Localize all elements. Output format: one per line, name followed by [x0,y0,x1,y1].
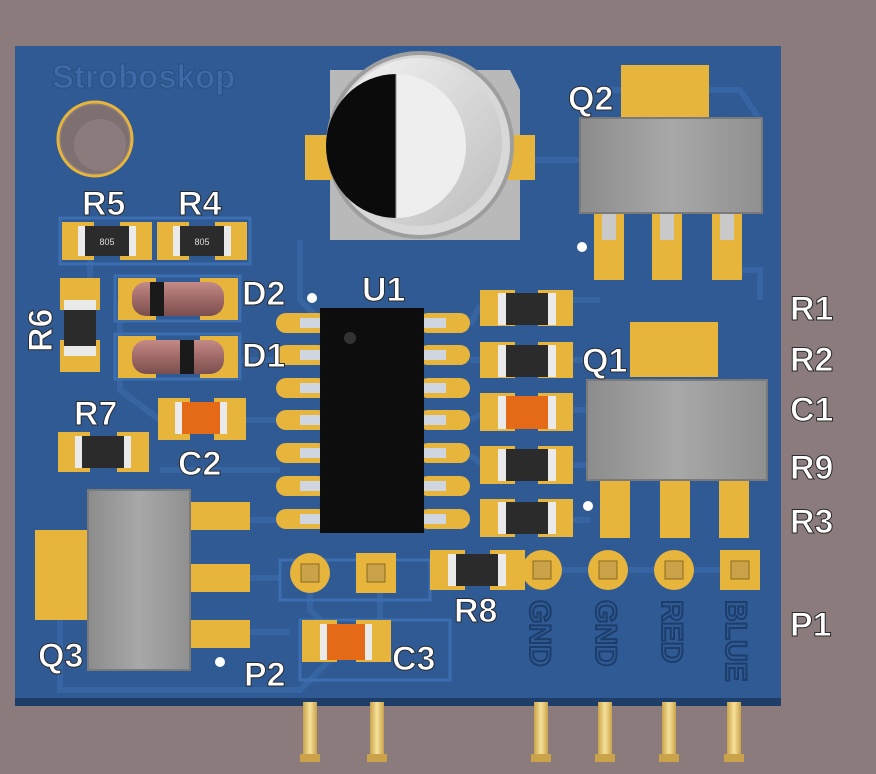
label-r2: R2 [790,341,833,379]
board-title: Stroboskop [52,58,235,95]
label-d1: D1 [242,337,285,375]
label-r9: R9 [790,449,833,487]
resistor-r5: 805 [62,222,152,260]
capacitor-c2 [158,398,246,440]
package-code-r4: 805 [194,237,209,247]
transistor-q1 [583,322,768,538]
resistor-r4: 805 [157,222,247,260]
electrolytic-capacitor [305,51,535,240]
label-r5: R5 [82,185,125,223]
label-r1: R1 [790,290,833,328]
pcb-board-edge [15,698,781,706]
resistor-r3 [480,499,573,537]
resistor-r6 [60,278,100,372]
capacitor-c1 [480,393,573,431]
ic-u1 [276,293,470,533]
diode-d2 [118,278,238,320]
label-c3: C3 [392,640,435,678]
pin-label-gnd1: GND [523,600,556,667]
connector-p1 [522,550,760,590]
pin-label-gnd2: GND [589,600,622,667]
label-d2: D2 [242,275,285,313]
label-c1: C1 [790,391,833,429]
pin-label-blue: BLUE [719,600,752,682]
package-code-r5: 805 [99,237,114,247]
transistor-q2 [577,65,763,280]
label-r6: R6 [22,309,60,352]
label-q1: Q1 [582,342,627,380]
label-c2: C2 [178,445,221,483]
header-pins [300,702,744,762]
label-q3: Q3 [38,637,83,675]
pin-label-red: RED [655,600,688,663]
connector-p2 [290,553,396,593]
resistor-r2 [480,342,573,378]
label-r7: R7 [74,395,117,433]
resistor-r9 [480,446,573,484]
label-r4: R4 [178,185,222,223]
diode-d1 [118,336,238,378]
label-r3: R3 [790,503,833,541]
label-r8: R8 [454,592,497,630]
resistor-r1 [480,290,573,326]
transistor-q3 [35,489,250,671]
resistor-r8 [430,550,525,590]
label-p2: P2 [244,656,286,694]
label-p1: P1 [790,606,832,644]
capacitor-c3 [302,620,391,662]
label-q2: Q2 [568,80,613,118]
resistor-r7 [58,432,149,472]
label-u1: U1 [362,271,405,309]
